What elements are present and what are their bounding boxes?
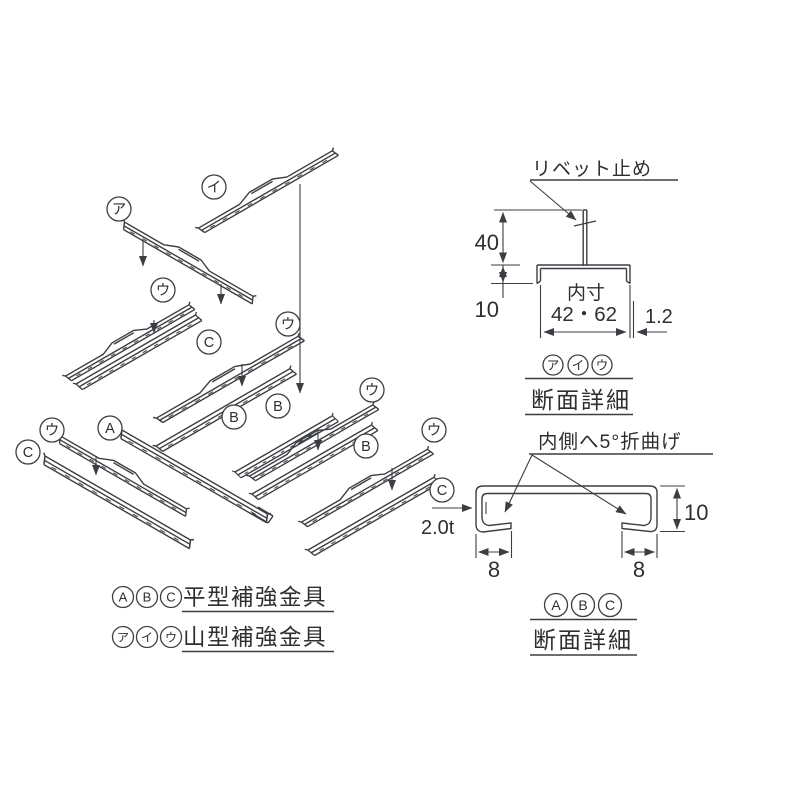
extension-lines: [660, 485, 685, 533]
section-bottom-title: 断面詳細: [533, 627, 633, 653]
rivet-leader-arrow: [529, 180, 577, 221]
part-badge: イ: [567, 354, 589, 376]
svg-text:C: C: [204, 335, 214, 351]
svg-text:イ: イ: [572, 359, 585, 373]
svg-text:ア: ア: [117, 631, 129, 645]
part-badge: ウ: [591, 354, 613, 376]
flat-bar: [231, 412, 340, 481]
part-badge: A: [97, 415, 123, 441]
svg-text:ウ: ウ: [596, 359, 609, 373]
dim-40: 40: [475, 230, 499, 255]
svg-text:C: C: [166, 590, 175, 605]
svg-text:B: B: [143, 590, 152, 605]
part-badge: C: [159, 585, 183, 609]
dim-thickness: 1.2: [645, 306, 673, 328]
part-badge: イ: [201, 174, 227, 200]
dim-8-right: 8: [633, 557, 645, 582]
part-badge: C: [597, 592, 623, 618]
part-badge: イ: [135, 625, 159, 649]
part-badge: B: [353, 433, 379, 459]
section-detail-flat: 内側へ5°折曲げ 2.0t 10 8 8 A B C 断面詳細: [421, 431, 713, 656]
part-badge: C: [196, 329, 222, 355]
svg-text:A: A: [119, 590, 128, 605]
svg-text:B: B: [229, 410, 239, 426]
bend-leader-arrow-right: [531, 454, 627, 515]
legend: A B C 平型補強金具 ア イ ウ 山型補強金具: [111, 585, 334, 653]
rivet-mark: [573, 220, 597, 227]
section-hat-outline: [536, 264, 631, 285]
section-channel-outline: [475, 485, 658, 533]
svg-text:イ: イ: [141, 631, 153, 645]
part-badge: B: [135, 585, 159, 609]
part-badge: ウ: [150, 277, 176, 303]
bend-label: 内側へ5°折曲げ: [538, 431, 682, 453]
legend-flat-badges: A B C: [111, 585, 183, 609]
svg-text:B: B: [273, 399, 283, 415]
dim-8-left: 8: [488, 557, 500, 582]
svg-text:A: A: [105, 421, 115, 437]
svg-text:イ: イ: [207, 180, 222, 196]
part-badge: ウ: [159, 625, 183, 649]
legend-mountain-badges: ア イ ウ: [111, 625, 183, 649]
part-badge: ア: [542, 354, 564, 376]
exploded-view: イ ア ウ C ウ B B ウ ウ A C B ウ C: [15, 143, 455, 559]
svg-text:B: B: [361, 439, 371, 455]
bar-fork-tip: [251, 506, 274, 524]
mountain-bar: [118, 215, 260, 305]
flat-bar: [72, 311, 203, 393]
svg-text:ウ: ウ: [165, 631, 177, 645]
part-badge: C: [429, 477, 455, 503]
dim-thickness: 2.0t: [421, 517, 455, 539]
flat-bar: [114, 425, 273, 524]
part-badge: B: [221, 404, 247, 430]
svg-text:ウ: ウ: [365, 382, 380, 399]
svg-text:ア: ア: [547, 359, 560, 373]
svg-text:C: C: [437, 483, 447, 499]
section-web: [582, 209, 588, 266]
part-badge: A: [111, 585, 135, 609]
bend-leader-arrow-left: [504, 454, 533, 513]
svg-text:ウ: ウ: [281, 316, 296, 333]
part-badge: ウ: [421, 417, 447, 443]
svg-text:ア: ア: [112, 202, 127, 218]
part-badge: ウ: [359, 377, 385, 403]
assembly-arrows: [92, 184, 396, 491]
inner-dim-label: 内寸: [567, 282, 605, 304]
dim-10: 10: [684, 500, 708, 525]
section-top-title: 断面詳細: [531, 387, 631, 413]
part-badge: ウ: [39, 417, 65, 443]
svg-text:A: A: [551, 597, 561, 613]
svg-text:B: B: [578, 597, 587, 613]
extension-lines: [475, 531, 658, 558]
part-badge: A: [543, 592, 569, 618]
part-badge: C: [15, 439, 41, 465]
inner-dim-value: 42・62: [551, 303, 617, 326]
rivet-label: リベット止め: [532, 158, 652, 180]
section-top-badges: ア イ ウ: [542, 354, 613, 376]
section-bottom-badges: A B C: [543, 592, 623, 618]
svg-text:ウ: ウ: [156, 282, 171, 299]
legend-flat-label: 平型補強金具: [183, 585, 327, 610]
extension-lines: [539, 285, 635, 338]
svg-text:ウ: ウ: [427, 422, 442, 439]
svg-text:C: C: [23, 445, 33, 461]
legend-mountain-label: 山型補強金具: [183, 625, 327, 650]
dim-10: 10: [475, 297, 499, 322]
mountain-bar: [60, 297, 196, 385]
part-badge: B: [265, 393, 291, 419]
part-badge: ウ: [275, 311, 301, 337]
svg-text:ウ: ウ: [45, 422, 60, 439]
part-badge: B: [570, 592, 596, 618]
svg-text:C: C: [605, 597, 615, 613]
section-detail-mountain: リベット止め 40 10 内寸 42・62 1.2 ア イ ウ 断面詳細: [475, 158, 678, 416]
part-badge: ア: [111, 625, 135, 649]
extension-lines: [491, 209, 582, 285]
part-badge: ア: [106, 196, 132, 222]
